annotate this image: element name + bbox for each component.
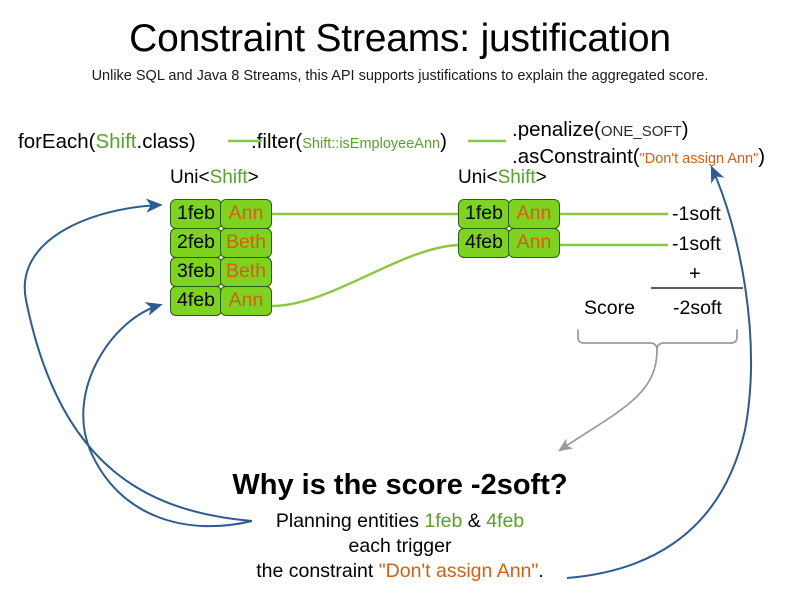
cell-date: 1feb	[170, 199, 222, 229]
score-label: Score	[584, 297, 635, 319]
code-as-constraint: .asConstraint("Don't assign Ann")	[512, 144, 765, 172]
cell-date: 2feb	[170, 228, 222, 258]
uni-left-suffix: >	[247, 167, 259, 188]
asconstraint-prefix: .asConstraint(	[512, 145, 640, 168]
uni-right-suffix: >	[535, 167, 547, 188]
asconstraint-suffix: )	[758, 145, 766, 168]
explanation-constraint-name: "Don't assign Ann"	[378, 560, 539, 582]
cell-employee: Ann	[220, 199, 272, 229]
stream-label-left: Uni<Shift>	[170, 167, 259, 189]
uni-left-prefix: Uni<	[170, 167, 210, 188]
fact-table-right: 1feb Ann 4feb Ann	[458, 199, 560, 258]
cell-employee: Ann	[220, 286, 272, 316]
asconstraint-arg: "Don't assign Ann"	[639, 151, 759, 167]
explanation-entity-a: 1feb	[424, 510, 463, 532]
cell-employee: Beth	[220, 257, 272, 287]
cell-date: 4feb	[170, 286, 222, 316]
penalize-prefix: .penalize(	[512, 118, 601, 141]
foreach-type: Shift	[95, 130, 137, 153]
code-penalize: .penalize(ONE_SOFT)	[512, 118, 689, 141]
explanation-line-3: the constraint "Don't assign Ann".	[0, 559, 800, 584]
foreach-prefix: forEach(	[18, 130, 96, 153]
table-row[interactable]: 4feb Ann	[170, 286, 272, 316]
cell-date: 3feb	[170, 257, 222, 287]
explanation-line3-suffix: .	[538, 560, 544, 582]
explanation-line3-prefix: the constraint	[256, 560, 379, 582]
explanation-heading: Why is the score -2soft?	[232, 469, 568, 501]
penalize-arg: ONE_SOFT	[600, 123, 682, 140]
cell-employee: Ann	[508, 199, 560, 229]
connector-4feb	[271, 243, 459, 308]
table-row[interactable]: 3feb Beth	[170, 257, 272, 287]
explanation-entity-b: 4feb	[486, 510, 525, 532]
table-row[interactable]: 4feb Ann	[458, 228, 560, 258]
code-terminal-ops: .penalize(ONE_SOFT) .asConstraint("Don't…	[512, 117, 765, 172]
page-subtitle: Unlike SQL and Java 8 Streams, this API …	[91, 68, 709, 84]
explanation-line1-prefix: Planning entities	[275, 510, 425, 532]
filter-arg: Shift::isEmployeeAnn	[302, 136, 441, 152]
explanation-conjunction: &	[462, 510, 487, 532]
score-total: -2soft	[673, 297, 722, 319]
cell-employee: Ann	[508, 228, 560, 258]
table-row[interactable]: 2feb Beth	[170, 228, 272, 258]
table-row[interactable]: 1feb Ann	[170, 199, 272, 229]
stream-label-right: Uni<Shift>	[458, 167, 547, 189]
foreach-suffix: .class)	[136, 130, 196, 153]
score-impact-2: -1soft	[672, 233, 721, 255]
fact-table-left: 1feb Ann 2feb Beth 3feb Beth 4feb Ann	[170, 199, 272, 316]
filter-suffix: )	[440, 130, 447, 153]
page-title: Constraint Streams: justification	[129, 17, 671, 60]
filter-prefix: .filter(	[251, 130, 303, 153]
explanation-line-1: Planning entities 1feb & 4feb	[0, 509, 800, 534]
code-foreach: forEach(Shift.class)	[18, 130, 196, 154]
cell-employee: Beth	[220, 228, 272, 258]
code-filter: .filter(Shift::isEmployeeAnn)	[251, 130, 447, 156]
score-brace	[577, 329, 738, 351]
uni-right-type: Shift	[497, 167, 536, 188]
cell-date: 4feb	[458, 228, 510, 258]
brace-to-explanation-arrow	[558, 349, 658, 452]
score-impact-1: -1soft	[672, 203, 721, 225]
uni-left-type: Shift	[209, 167, 248, 188]
table-row[interactable]: 1feb Ann	[458, 199, 560, 229]
sum-operator: +	[689, 263, 701, 285]
uni-right-prefix: Uni<	[458, 167, 498, 188]
explanation-body: Planning entities 1feb & 4feb each trigg…	[0, 509, 800, 584]
penalize-suffix: )	[681, 118, 689, 141]
cell-date: 1feb	[458, 199, 510, 229]
explanation-line-2: each trigger	[348, 535, 452, 557]
